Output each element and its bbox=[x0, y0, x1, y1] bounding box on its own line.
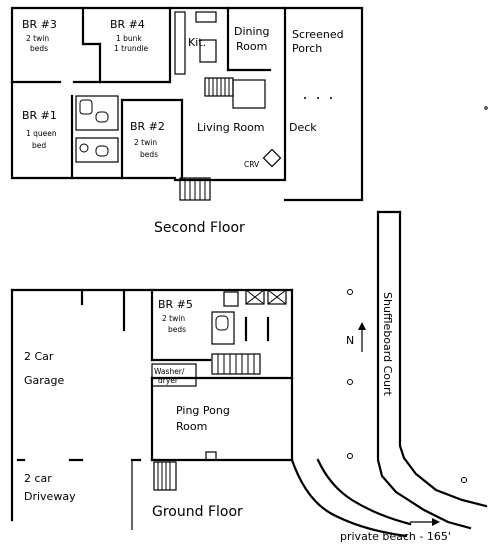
br4-beds-line2: 1 trundle bbox=[114, 44, 149, 53]
living-room-name: Living Room bbox=[197, 121, 265, 134]
pingpong-name-line1: Ping Pong bbox=[176, 404, 230, 417]
br1-beds-line1: 1 queen bbox=[26, 129, 57, 138]
br4-beds-line1: 1 bunk bbox=[116, 34, 142, 43]
washer-name-line2: dryer bbox=[158, 376, 179, 385]
pingpong-name-line2: Room bbox=[176, 420, 207, 433]
br5-beds-line1: 2 twin bbox=[162, 314, 185, 323]
br4-name: BR #4 bbox=[110, 18, 145, 31]
porch-name-line1: Screened bbox=[292, 28, 344, 41]
br5-beds-line2: beds bbox=[168, 325, 186, 334]
stairs-lower bbox=[211, 353, 261, 375]
entry-steps-lower bbox=[153, 461, 177, 491]
stairs-upper bbox=[204, 77, 266, 109]
dining-name-line2: Room bbox=[236, 40, 267, 53]
crv-label: CRV bbox=[244, 160, 260, 169]
garage-name-line2: Garage bbox=[24, 374, 65, 387]
br3-name: BR #3 bbox=[22, 18, 57, 31]
br2-name: BR #2 bbox=[130, 120, 165, 133]
br5-name: BR #5 bbox=[158, 298, 193, 311]
beach-label: private beach - 165' bbox=[340, 530, 451, 543]
north-arrow-icon bbox=[358, 322, 366, 352]
br3-beds-line2: beds bbox=[30, 44, 48, 53]
second-floor-title: Second Floor bbox=[154, 220, 245, 236]
court-label: Shuffleboard Court bbox=[381, 292, 394, 396]
porch-name-line2: Porch bbox=[292, 42, 322, 55]
br2-beds-line2: beds bbox=[140, 150, 158, 159]
dining-name-line1: Dining bbox=[234, 25, 270, 38]
washer-name-line1: Washer/ bbox=[154, 367, 185, 376]
north-label: N bbox=[346, 334, 354, 347]
ground-floor-plan: BR #5 2 twin beds 2 Car Garage Washer/ d… bbox=[10, 288, 294, 530]
second-floor-plan: BR #3 2 twin beds BR #4 1 bunk 1 trundle… bbox=[10, 6, 364, 236]
garage-name-line1: 2 Car bbox=[24, 350, 54, 363]
driveway-name-line2: Driveway bbox=[24, 490, 76, 503]
br2-beds-line1: 2 twin bbox=[134, 138, 157, 147]
kitchen-name: Kit. bbox=[188, 36, 206, 49]
site-elements: N Shuffleboard Court private beach - 165… bbox=[290, 106, 488, 543]
ground-floor-title: Ground Floor bbox=[152, 504, 243, 520]
br3-beds-line1: 2 twin bbox=[26, 34, 49, 43]
driveway-name-line1: 2 car bbox=[24, 472, 52, 485]
br1-beds-line2: bed bbox=[32, 141, 46, 150]
deck-name: Deck bbox=[289, 121, 317, 134]
br1-name: BR #1 bbox=[22, 109, 57, 122]
entry-steps-upper bbox=[179, 177, 211, 201]
beach-arrow-icon bbox=[410, 518, 440, 526]
